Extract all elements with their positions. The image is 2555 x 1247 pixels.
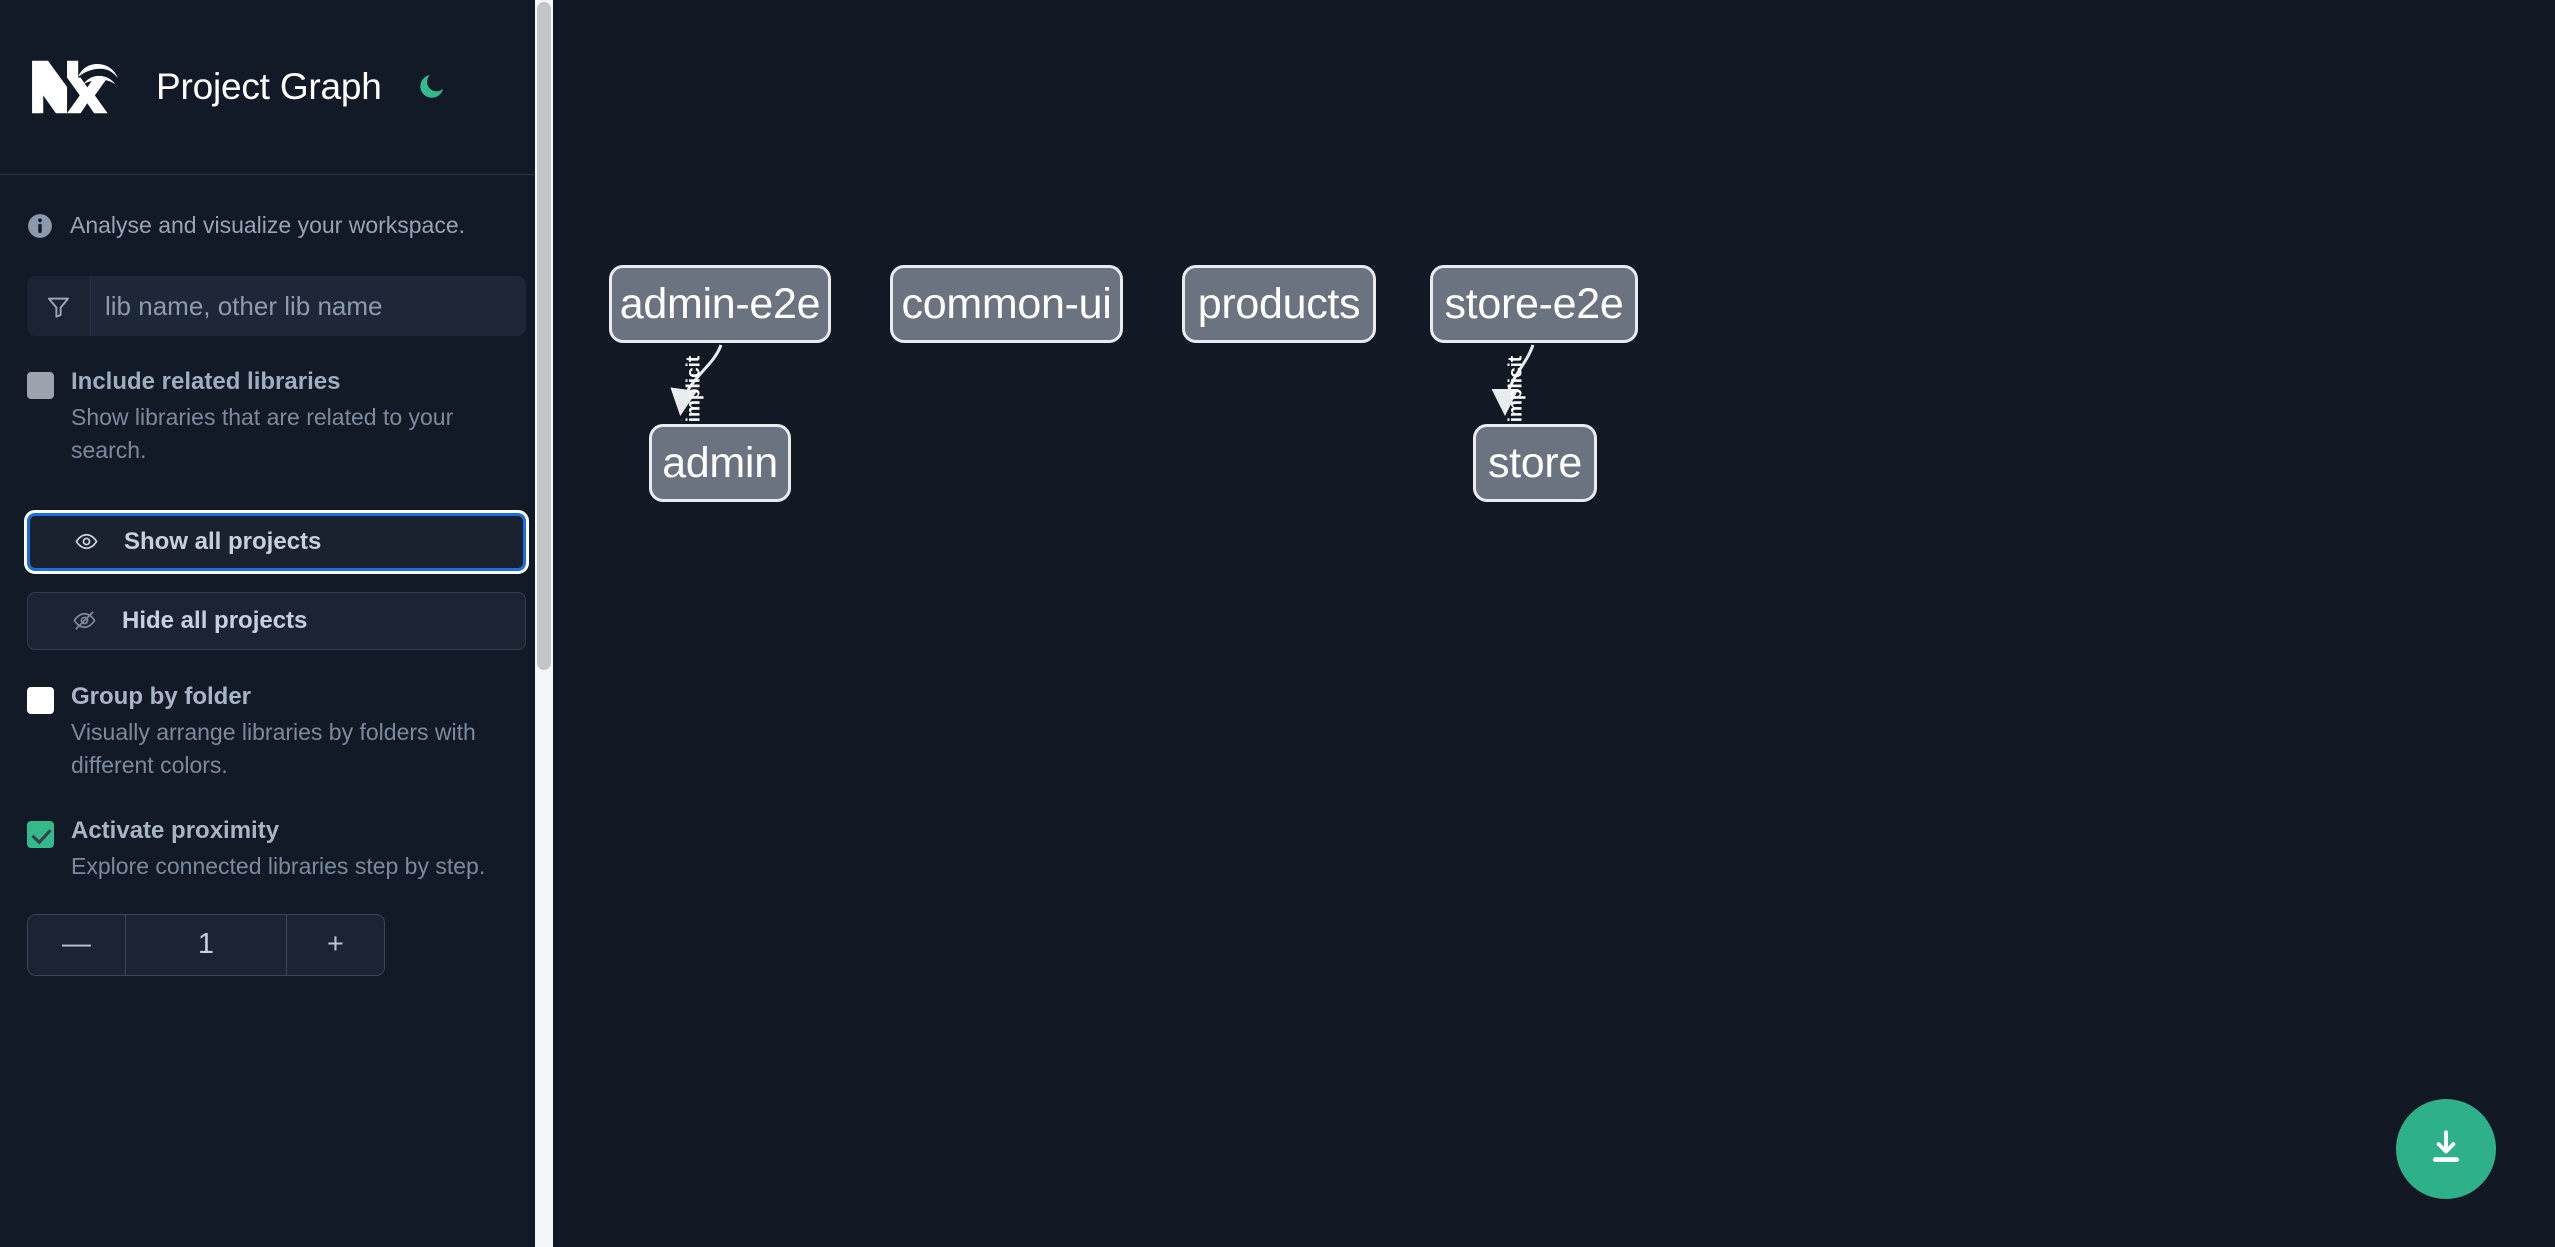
tagline-text: Analyse and visualize your workspace. <box>70 212 466 238</box>
checkbox-include-related-libraries[interactable] <box>27 372 54 399</box>
download-icon <box>2425 1127 2467 1172</box>
proximity-increment-button[interactable]: + <box>286 914 384 975</box>
graph-node-products[interactable]: products <box>1182 265 1376 343</box>
option-description: Visually arrange libraries by folders wi… <box>71 718 476 778</box>
info-circle-icon <box>27 213 53 239</box>
sidebar-header: Project Graph <box>0 0 553 175</box>
tagline: Analyse and visualize your workspace. <box>0 175 553 276</box>
hide-all-projects-label: Hide all projects <box>122 606 308 634</box>
proximity-stepper[interactable]: — 1 + <box>27 913 385 976</box>
option-activate-proximity[interactable]: Activate proximity Explore connected lib… <box>27 814 526 883</box>
option-include-related-libraries[interactable]: Include related libraries Show libraries… <box>27 365 526 467</box>
option-description: Show libraries that are related to your … <box>71 404 454 463</box>
eye-off-icon <box>69 609 100 633</box>
page-title: Project Graph <box>156 66 382 107</box>
option-title: Activate proximity <box>71 816 280 844</box>
option-title: Group by folder <box>71 682 251 710</box>
option-group-by-folder[interactable]: Group by folder Visually arrange librari… <box>27 680 526 782</box>
proximity-decrement-button[interactable]: — <box>28 914 126 975</box>
eye-icon <box>71 530 102 554</box>
moon-icon[interactable] <box>412 68 450 106</box>
edge-label-admin: implicit <box>683 355 705 423</box>
filter-funnel-icon <box>27 276 91 336</box>
sidebar-scrollbar-thumb[interactable] <box>537 2 551 670</box>
graph-node-store[interactable]: store <box>1473 424 1597 502</box>
checkbox-group-by-folder[interactable] <box>27 686 54 714</box>
graph-node-admin[interactable]: admin <box>649 424 791 502</box>
search-input[interactable] <box>91 276 526 336</box>
option-title: Include related libraries <box>71 368 341 395</box>
graph-node-store-e2e[interactable]: store-e2e <box>1430 265 1638 343</box>
sidebar: Project Graph Analyse and visualize your… <box>0 0 553 1247</box>
graph-canvas[interactable]: implicit implicit admin-e2e common-ui pr… <box>553 0 2555 1247</box>
edge-label-store: implicit <box>1505 355 1527 423</box>
option-description: Explore connected libraries step by step… <box>71 852 486 879</box>
hide-all-projects-button[interactable]: Hide all projects <box>27 591 526 650</box>
checkbox-activate-proximity[interactable] <box>27 820 54 848</box>
graph-node-admin-e2e[interactable]: admin-e2e <box>609 265 831 343</box>
search-field[interactable] <box>27 276 526 336</box>
show-all-projects-button[interactable]: Show all projects <box>24 509 529 574</box>
graph-node-common-ui[interactable]: common-ui <box>890 265 1123 343</box>
proximity-value: 1 <box>126 914 286 975</box>
sidebar-body: Include related libraries Show libraries… <box>0 276 553 976</box>
graph-edges <box>670 344 1535 416</box>
sidebar-scrollbar-track[interactable] <box>535 0 553 1247</box>
nx-logo-icon <box>27 56 123 118</box>
show-all-projects-label: Show all projects <box>124 527 322 555</box>
download-graph-button[interactable] <box>2396 1099 2496 1199</box>
